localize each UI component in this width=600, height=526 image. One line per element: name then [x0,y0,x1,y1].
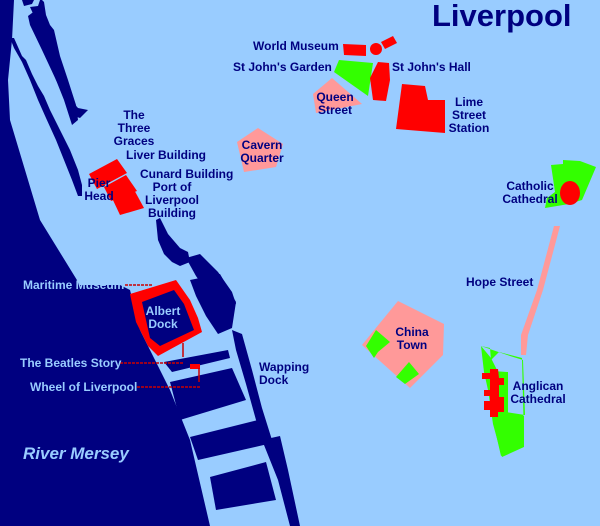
liver-building [89,159,127,189]
label-china-town: China Town [391,326,433,352]
port-of-liverpool-building [112,186,144,215]
label-wapping-dock-line: Wapping [259,360,310,374]
queen-street-area [313,78,362,113]
dock-basin-2 [170,368,246,420]
catholic-cathedral-building [560,181,580,205]
label-lime-street-station: Lime Street Station [448,96,490,135]
label-liver-building: Liver Building [126,148,207,162]
label-catholic-cathedral-line: Catholic [506,179,554,193]
label-port-of-liverpool-line: Port of [152,180,192,194]
label-st-johns-garden: St John's Garden [233,60,332,74]
label-catholic-cathedral: Catholic Cathedral [502,180,558,206]
dock-channel-1 [164,350,230,372]
salthouse-dock [190,274,236,334]
label-albert-dock-line: Dock [148,317,178,331]
label-albert-dock: Albert Dock [143,305,183,331]
label-cavern-quarter: Cavern Quarter [238,139,286,165]
dock-basin-4 [210,462,276,510]
label-three-graces-line: The [123,108,145,122]
label-china-town-line: Town [396,338,428,352]
leader-lines [120,284,200,388]
label-china-town-line: China [395,325,429,339]
label-port-of-liverpool-line: Liverpool [144,193,199,207]
label-cunard-building: Cunard Building [140,167,234,181]
world-museum-rotunda [370,43,382,55]
label-anglican-cathedral-line: Anglican [512,379,564,393]
label-lime-street-station-line: Street [451,108,486,122]
label-cavern-quarter-line: Quarter [240,151,284,165]
wheel-of-liverpool-marker [190,364,200,369]
albert-dock-buildings [130,280,202,356]
river-mersey [0,0,210,526]
label-hope-street: Hope Street [466,275,534,289]
dock-basin-3 [190,420,268,460]
label-port-of-liverpool-line: Building [148,206,196,220]
label-world-museum: World Museum [253,39,339,53]
label-albert-dock-line: Albert [145,304,181,318]
label-queen-street: Queen Street [315,91,355,117]
label-three-graces-line: Three [117,121,151,135]
world-museum-building [343,44,366,56]
china-town-park-2 [396,362,419,384]
label-lime-street-station-line: Station [448,121,490,135]
anglican-cathedral-building [482,369,504,417]
label-river-mersey: River Mersey [23,444,129,463]
pier-strip [10,38,82,196]
label-maritime-museum: Maritime Museum [23,278,125,292]
label-wapping-dock: Wapping Dock [259,361,309,387]
cavern-quarter-area [237,128,283,172]
north-basin [28,7,88,118]
label-wapping-dock-line: Dock [259,373,289,387]
label-queen-street-line: Street [317,103,352,117]
china-town-park-1 [366,330,390,358]
label-pier-head: Pier Head [84,177,114,203]
river-edge-south [262,436,300,526]
china-town-area [362,301,444,388]
hope-street-road [521,226,560,355]
label-anglican-cathedral-line: Cathedral [510,392,566,406]
label-cavern-quarter-line: Cavern [241,138,283,152]
label-catholic-cathedral-line: Cathedral [502,192,558,206]
label-anglican-cathedral: Anglican Cathedral [509,380,567,406]
world-museum-annex [381,36,397,49]
wapping-basin [232,330,272,444]
cunard-building [104,175,137,201]
northern-dock-2 [22,0,34,6]
label-queen-street-line: Queen [316,90,354,104]
princes-dock-basin [156,218,190,266]
label-wheel-of-liverpool: Wheel of Liverpool [30,380,138,394]
label-lime-street-station-line: Lime [454,95,483,109]
map-title: Liverpool [432,0,572,33]
label-st-johns-hall: St John's Hall [392,60,471,74]
st-johns-hall [370,62,390,101]
label-pier-head-line: Head [84,189,114,203]
label-pier-head-line: Pier [87,176,111,190]
st-johns-garden [334,60,373,96]
label-three-graces-line: Graces [113,134,155,148]
label-port-of-liverpool-building: Port of Liverpool Building [144,181,200,220]
lime-street-station [396,84,445,133]
label-three-graces: The Three Graces [112,109,156,148]
label-the-beatles-story: The Beatles Story [20,356,122,370]
